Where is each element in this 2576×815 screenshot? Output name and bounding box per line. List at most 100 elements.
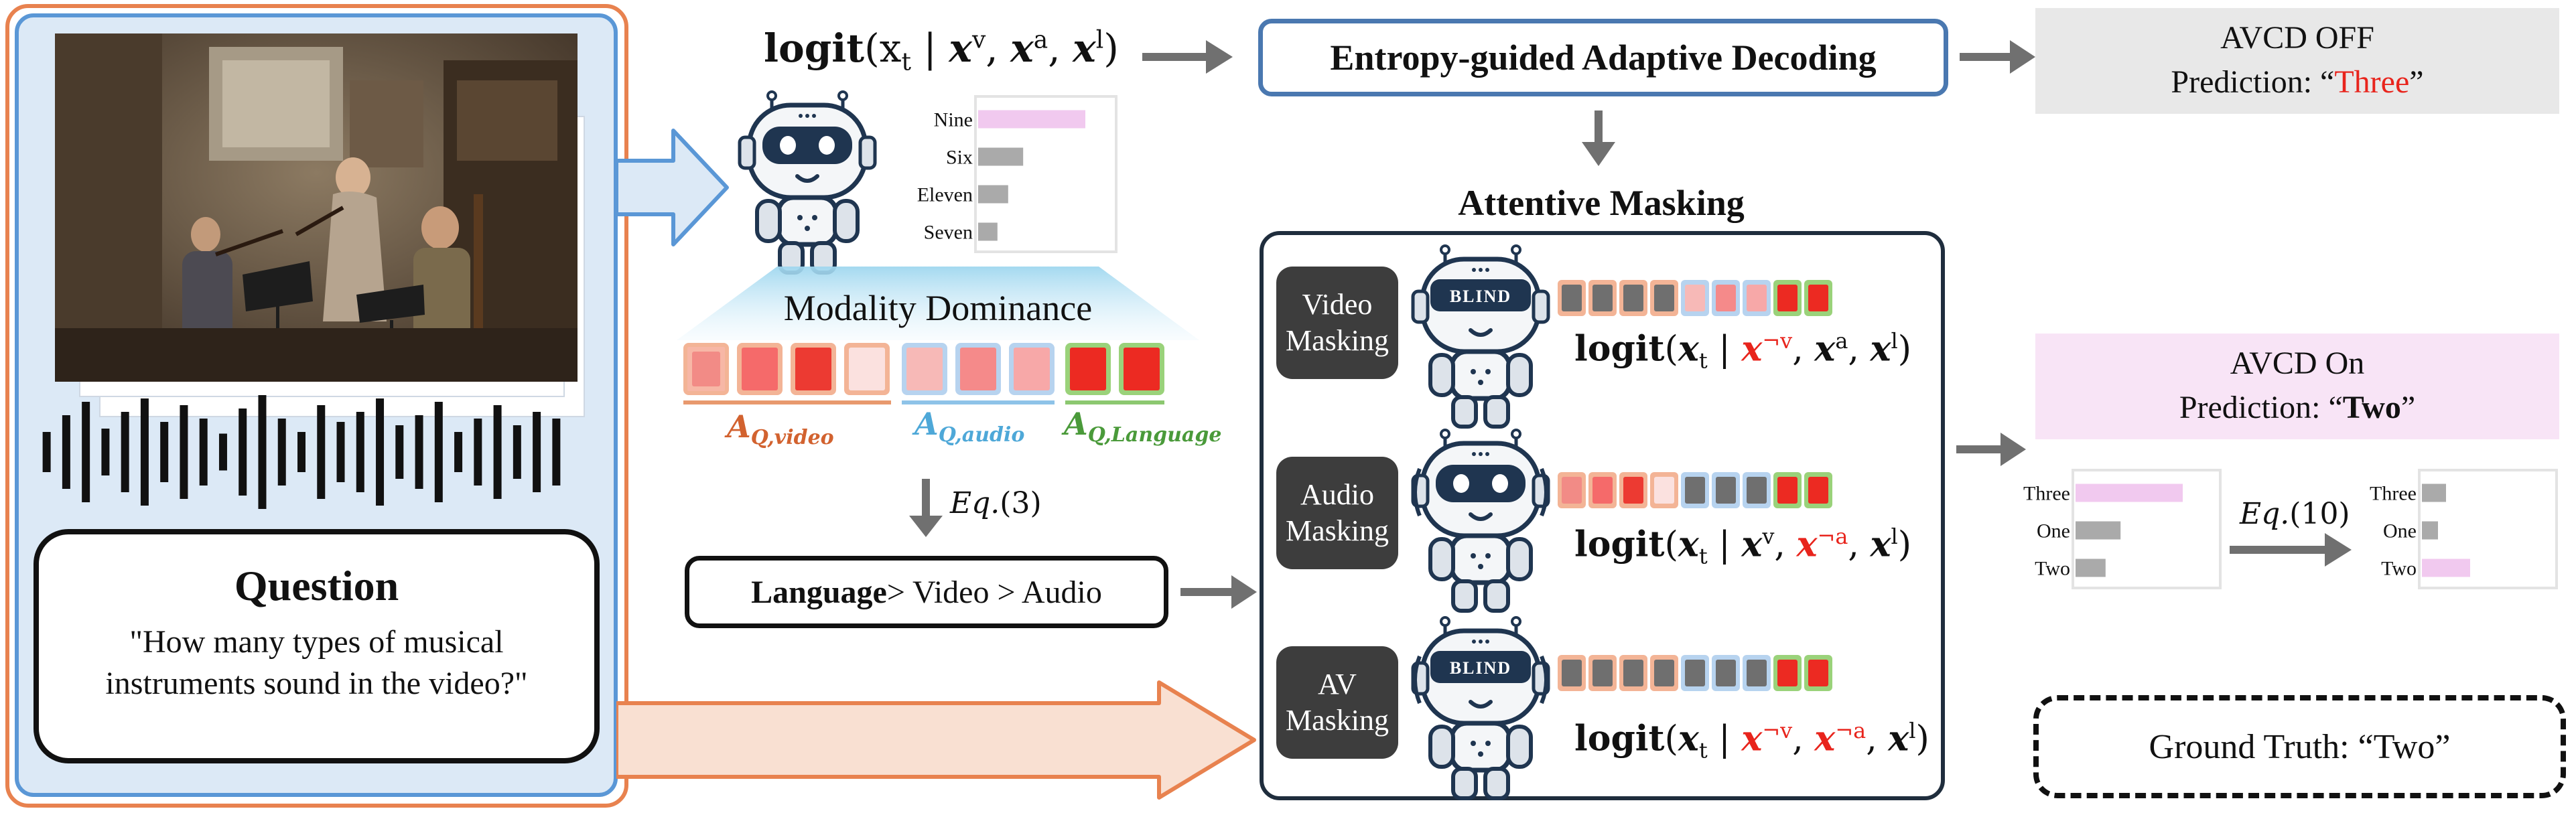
avcd-off-title: AVCD OFF	[2220, 19, 2374, 56]
waveform-bar	[395, 425, 404, 479]
waveform-bar	[218, 433, 227, 471]
chart-tick-label: Two	[2035, 558, 2070, 580]
arrowhead-down-eq3	[909, 516, 943, 537]
masked-token	[1558, 472, 1586, 508]
arrowhead-masking-on	[2001, 433, 2026, 466]
arrowhead-eq10	[2325, 533, 2352, 567]
chart-tick-label: Eleven	[917, 184, 973, 206]
attentive-masking-title: Attentive Masking	[1458, 183, 1745, 223]
arrow-eq10	[2230, 546, 2327, 554]
avcd-on-title: AVCD On	[2230, 345, 2365, 381]
arrowhead-decoding-down	[1582, 142, 1615, 166]
masked-token	[1650, 280, 1678, 316]
attention-video-label: AQ,video	[727, 409, 834, 450]
masked-token	[1650, 472, 1678, 508]
video-frame-image	[55, 33, 578, 382]
waveform-bar	[297, 432, 306, 472]
waveform-bar	[376, 398, 385, 506]
question-text-line2: instruments sound in the video?"	[105, 665, 528, 701]
masked-token	[1743, 472, 1771, 508]
waveform-bar	[513, 425, 521, 479]
avcd-off-prediction: Prediction: “Three”	[2171, 64, 2424, 100]
masked-token	[1681, 280, 1709, 316]
chart-bar	[2422, 521, 2438, 540]
waveform-bar	[199, 419, 208, 486]
token-video-2	[737, 343, 783, 395]
token-video-1	[683, 343, 729, 395]
svg-text:BLIND: BLIND	[1450, 287, 1511, 306]
modality-fan	[677, 267, 1199, 340]
token-lang-2	[1119, 343, 1164, 395]
waveform-bar	[101, 429, 110, 475]
entropy-decoding-box: Entropy-guided Adaptive Decoding	[1258, 19, 1948, 96]
token-video-4	[844, 343, 890, 395]
masked-token	[1712, 655, 1740, 691]
chart-tick-label: Three	[2370, 483, 2417, 505]
ranking-top: Language	[751, 574, 887, 610]
token-video-3	[791, 343, 836, 395]
masked-token	[1558, 280, 1586, 316]
robot-icon-blind-video: BLIND	[1404, 244, 1558, 435]
ground-truth-box: Ground Truth: “Two”	[2033, 695, 2566, 798]
chart-bar	[978, 147, 1024, 166]
robot-icon-blind-av: BLIND	[1404, 616, 1558, 807]
avcd-off-box: AVCD OFF Prediction: “Three”	[2035, 8, 2559, 114]
arrowhead-decoding-off	[2010, 40, 2035, 74]
av-masked-logit: logit(xt | x¬v, x¬a, xl)	[1574, 718, 1929, 763]
token-audio-1	[902, 343, 947, 395]
audio-masked-tokens	[1558, 472, 1893, 512]
masked-token	[1588, 280, 1617, 316]
arrow-masking-to-on	[1956, 445, 2003, 453]
token-audio-3	[1009, 343, 1055, 395]
masked-token	[1804, 655, 1832, 691]
video-group-underline	[683, 400, 891, 404]
blue-flow-arrow	[614, 121, 730, 254]
eq10-label: Eq.(10)	[2240, 497, 2350, 531]
masked-token	[1650, 655, 1678, 691]
arrow-decoding-to-off	[1960, 53, 2013, 61]
ranking-rest: > Video > Audio	[886, 574, 1102, 610]
attentive-masking-panel	[1260, 231, 1945, 800]
arrow-down-eq3-shaft	[922, 479, 930, 519]
video-masked-logit: logit(xt | x¬v, xa, xl)	[1574, 328, 1911, 374]
waveform-bar	[356, 412, 364, 492]
chart-tick-label: Three	[2023, 483, 2070, 505]
waveform-bar	[454, 432, 463, 472]
chart-bar	[978, 110, 1085, 129]
lang-group-underline	[1065, 400, 1164, 404]
chart-bar	[978, 185, 1008, 204]
chart-tick-label: Six	[946, 147, 973, 169]
waveform-bar	[317, 405, 326, 499]
attention-language-label: AQ,Language	[1064, 406, 1222, 447]
input-outer-frame	[5, 4, 628, 808]
masked-token	[1804, 280, 1832, 316]
orange-flow-arrow	[614, 680, 1260, 800]
modality-dominance-title: Modality Dominance	[783, 288, 1093, 328]
audio-waveform	[37, 395, 566, 509]
arrowhead-ranking	[1231, 575, 1257, 609]
arrow-top-right-1	[1142, 53, 1209, 61]
masked-token	[1588, 472, 1617, 508]
chart-bar	[2076, 559, 2106, 577]
audio-group-underline	[902, 400, 1055, 404]
chart-tick-label: Two	[2381, 558, 2417, 580]
eq3-label: Eq.(3)	[950, 486, 1042, 520]
chart-tick-label: Nine	[934, 109, 973, 131]
chart-tick-label: Seven	[924, 222, 973, 244]
masked-token	[1773, 655, 1802, 691]
masked-token	[1681, 655, 1709, 691]
avcd-on-box: AVCD On Prediction: “Two”	[2035, 334, 2559, 439]
arrow-ranking-to-masking	[1180, 588, 1234, 596]
masked-token	[1743, 655, 1771, 691]
waveform-bar	[533, 412, 541, 492]
waveform-bar	[552, 419, 561, 486]
svg-text:BLIND: BLIND	[1450, 658, 1511, 678]
waveform-bar	[62, 415, 70, 489]
masked-token	[1619, 280, 1647, 316]
masked-token	[1681, 472, 1709, 508]
masked-token	[1712, 280, 1740, 316]
